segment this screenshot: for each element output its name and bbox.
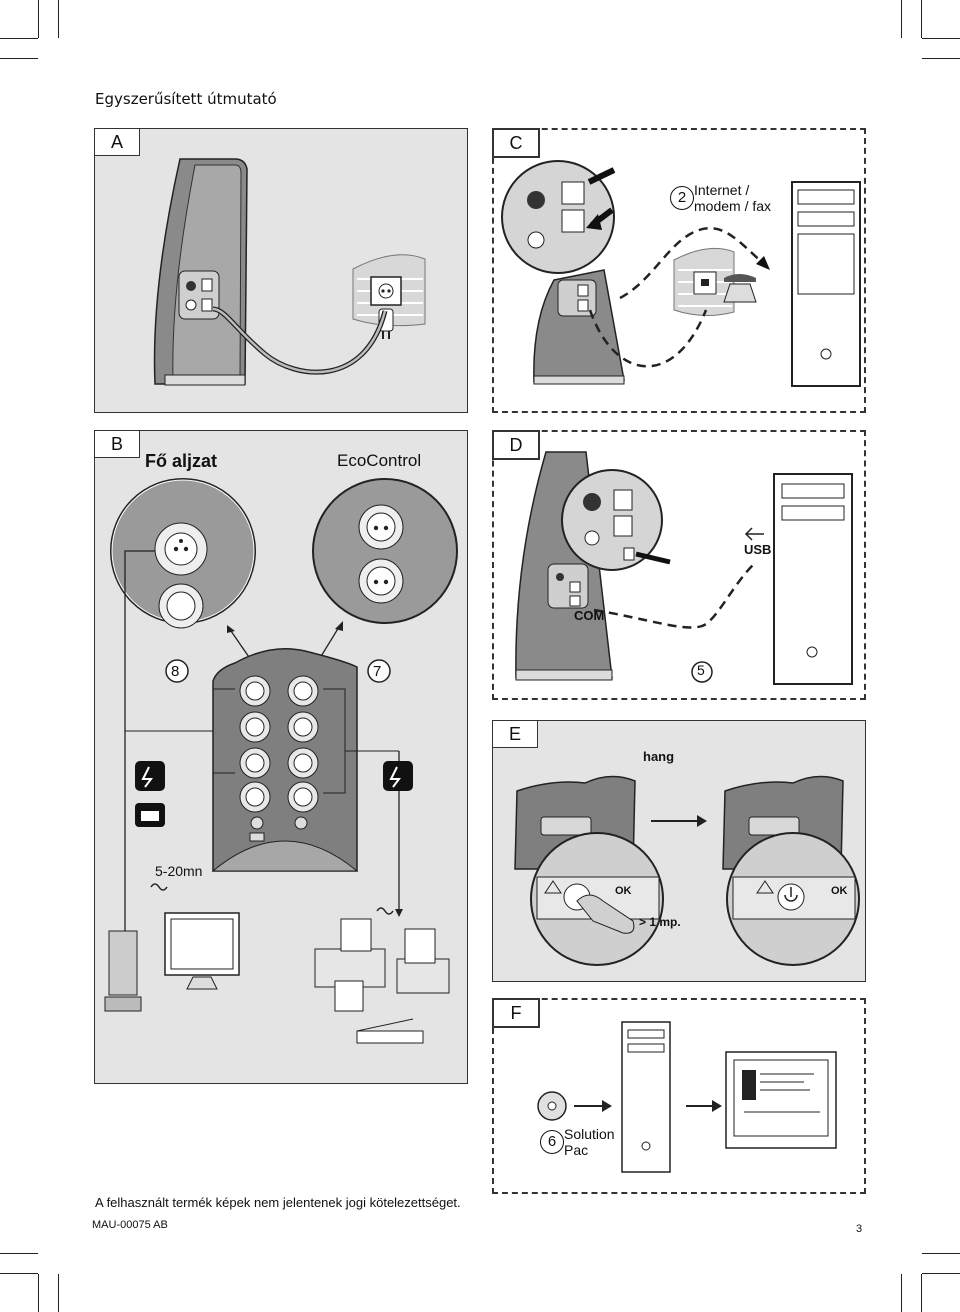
panel-e-illustration <box>514 775 860 966</box>
press-duration-label: > 1 mp. <box>639 915 681 929</box>
crop-mark <box>0 1253 38 1254</box>
panel-e: E hang OK OK > 1 mp. <box>492 720 866 982</box>
surge-warning-icon <box>135 761 165 791</box>
panel-f: F 6 Solution Pac <box>492 998 866 1194</box>
pc-tower <box>108 930 138 996</box>
panel-a: A <box>94 128 468 413</box>
panel-f-caption-line2: Pac <box>564 1142 589 1158</box>
scanner <box>356 1030 424 1044</box>
panel-c-caption-line1: Internet / <box>694 182 750 198</box>
surge-warning-icon <box>383 761 413 791</box>
com-label: COM <box>574 608 605 623</box>
footer-disclaimer: A felhasznált termék képek nem jelentene… <box>95 1195 461 1210</box>
crop-mark <box>922 1253 960 1254</box>
crop-mark <box>921 1274 922 1312</box>
usb-icon <box>744 527 764 541</box>
panel-f-caption-line1: Solution <box>564 1126 615 1142</box>
pc-tower <box>773 473 853 685</box>
crop-mark <box>58 1274 59 1312</box>
panel-a-illustration <box>153 158 426 386</box>
panel-b: B Fő aljzat EcoControl <box>94 430 468 1084</box>
panel-c-label: C <box>492 128 540 158</box>
page-number: 3 <box>856 1223 863 1235</box>
usb-label: USB <box>744 542 772 557</box>
step-number: 6 <box>540 1130 564 1154</box>
panel-f-label: F <box>492 998 540 1028</box>
sound-label: hang <box>643 749 675 764</box>
crop-mark <box>0 58 38 59</box>
telephone-icon <box>724 274 756 282</box>
panel-b-illustration <box>104 478 458 1044</box>
crop-mark <box>0 1273 38 1274</box>
panel-a-label: A <box>95 129 140 156</box>
crop-mark <box>922 38 960 39</box>
crop-mark <box>901 0 902 38</box>
time-label: 5-20mn <box>155 863 203 879</box>
ok-label-left: OK <box>615 885 632 897</box>
crop-mark <box>58 0 59 38</box>
step-number: 2 <box>670 186 694 210</box>
fax <box>396 958 450 994</box>
crop-mark <box>921 0 922 38</box>
crop-mark <box>901 1274 902 1312</box>
crop-mark <box>0 38 38 39</box>
step-number-eco: 7 <box>373 663 382 680</box>
panel-c-illustration <box>501 160 861 387</box>
step-number: 5 <box>697 662 705 678</box>
ups-front <box>212 648 358 872</box>
panel-e-label: E <box>493 721 538 748</box>
step-number-main: 8 <box>171 663 180 680</box>
main-socket-label: Fő aljzat <box>145 451 218 471</box>
panel-d: D USB COM 5 <box>492 430 866 700</box>
panel-b-label: B <box>95 431 140 458</box>
crop-mark <box>38 0 39 38</box>
crop-mark <box>38 1274 39 1312</box>
pc-tower <box>621 1021 671 1173</box>
panel-c-caption-line2: modem / fax <box>694 198 772 214</box>
ok-label-right: OK <box>831 885 848 897</box>
panel-d-label: D <box>492 430 540 460</box>
panel-d-illustration <box>515 451 853 685</box>
panel-c: C 2 Interne <box>492 128 866 413</box>
document-code: MAU-00075 AB <box>92 1219 168 1231</box>
panel-f-illustration <box>537 1021 837 1173</box>
crop-mark <box>922 1273 960 1274</box>
ecocontrol-magnifier <box>312 478 458 624</box>
pc-tower <box>791 181 861 387</box>
crop-mark <box>922 58 960 59</box>
page-title: Egyszerűsített útmutató <box>95 90 277 108</box>
ecocontrol-label: EcoControl <box>337 451 422 470</box>
